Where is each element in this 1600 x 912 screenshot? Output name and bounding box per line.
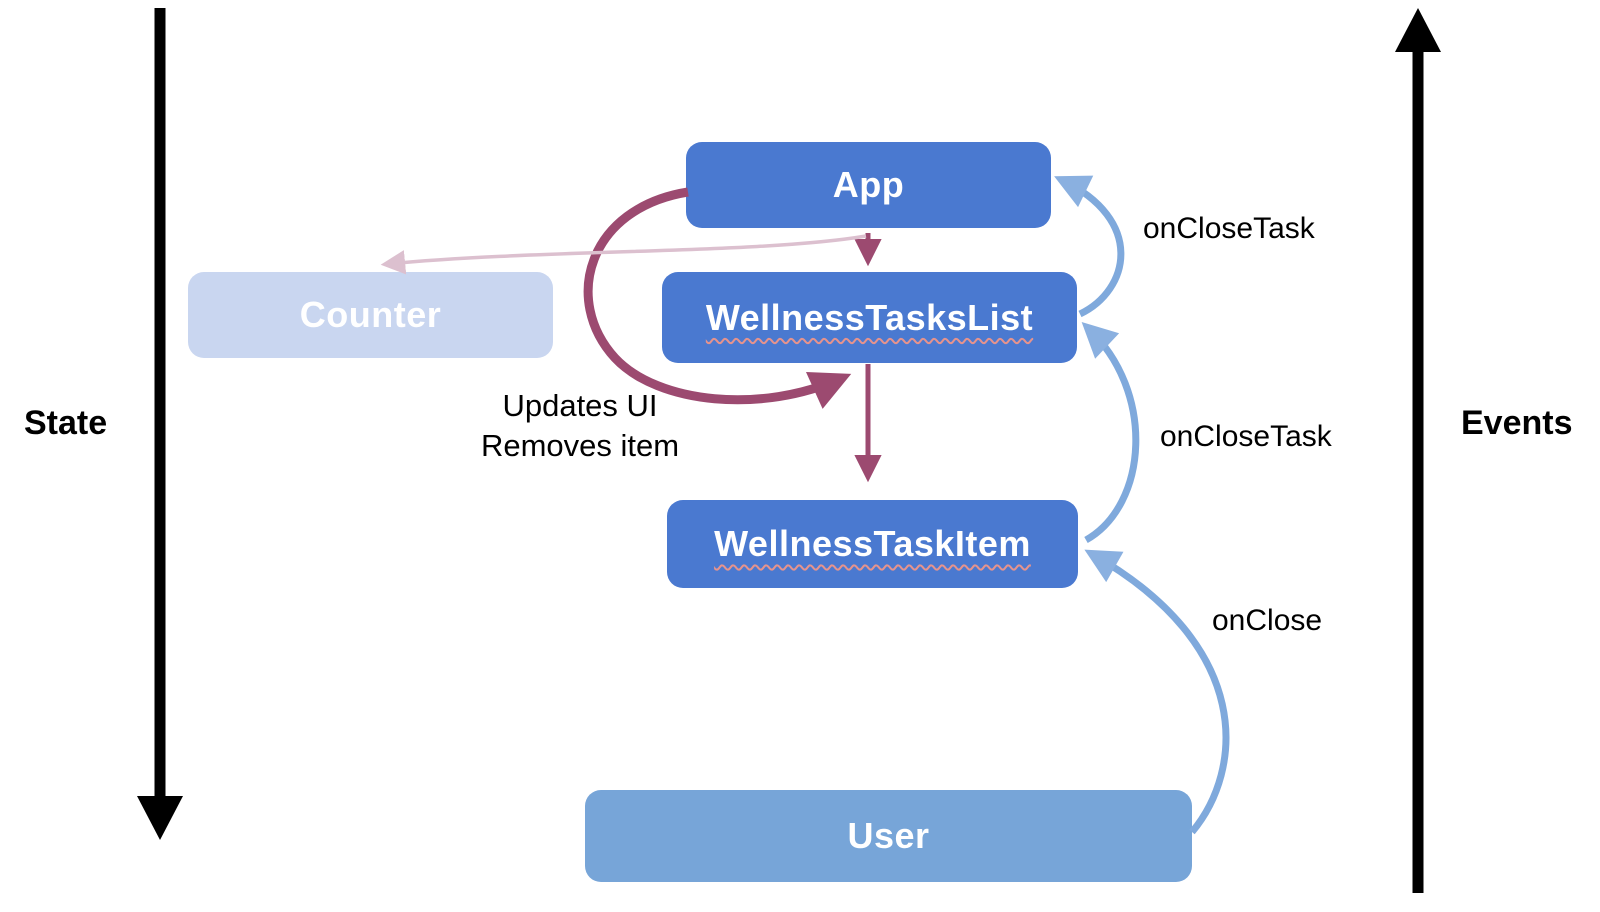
node-counter: Counter (188, 272, 553, 358)
edge-label-user-to-item: onClose (1212, 604, 1323, 637)
state-update-note-line1: Updates UI (502, 388, 658, 423)
state-update-note-line2: Removes item (480, 428, 680, 463)
node-wellness-task-item: WellnessTaskItem (667, 500, 1078, 588)
event-arrow-item-to-list (1081, 321, 1140, 544)
node-app: App (686, 142, 1051, 228)
node-user-label: User (847, 815, 930, 856)
node-wellness-tasks-list: WellnessTasksList (662, 272, 1077, 363)
state-update-note: Updates UI Removes item (455, 386, 705, 466)
state-axis-label: State (24, 404, 108, 442)
events-axis-label: Events (1461, 404, 1573, 442)
state-arrow-app-to-counter (380, 234, 867, 275)
events-axis-arrow (1395, 8, 1441, 893)
edge-label-item-to-list: onCloseTask (1160, 420, 1332, 453)
node-counter-label: Counter (299, 294, 442, 335)
node-user: User (585, 790, 1192, 882)
edge-label-list-to-app: onCloseTask (1143, 212, 1315, 245)
node-wellness-task-item-label: WellnessTaskItem (714, 523, 1031, 564)
state-axis-arrow (137, 8, 183, 840)
node-app-label: App (832, 164, 905, 205)
node-wellness-tasks-list-label: WellnessTasksList (705, 296, 1034, 338)
